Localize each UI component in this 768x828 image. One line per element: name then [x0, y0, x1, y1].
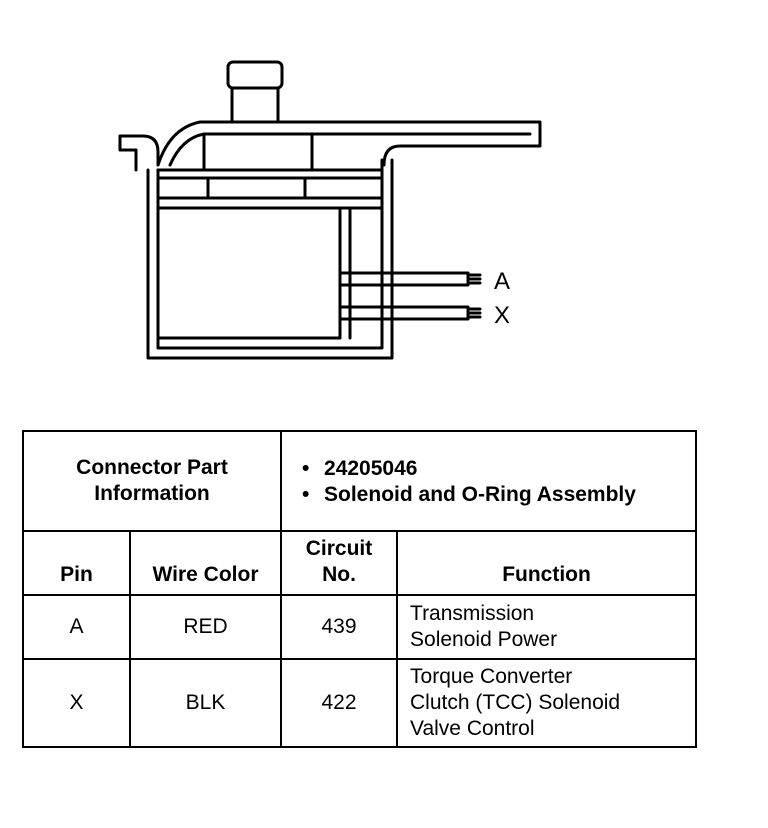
cell-circuit-no: 439 [280, 594, 399, 660]
solenoid-diagram: A X [118, 60, 542, 360]
header-wire-color: Wire Color [128, 530, 283, 596]
connector-info-label: Connector Part Information [21, 430, 283, 532]
table-row: X BLK 422 Torque Converter Clutch (TCC) … [22, 658, 698, 748]
connector-part-number: 24205046 [302, 456, 695, 483]
pin-label-a: A [494, 268, 510, 295]
left-flange [118, 134, 160, 167]
function-line: Transmission [410, 601, 535, 625]
connector-info-cell: 24205046 Solenoid and O-Ring Assembly [280, 430, 698, 532]
cell-circuit-no: 422 [280, 658, 399, 748]
header-row: Pin Wire Color Circuit No. Function [22, 530, 698, 596]
connector-table: Connector Part Information 24205046 Sole… [21, 430, 698, 748]
cell-wire-color: BLK [128, 658, 283, 748]
table-row: A RED 439 Transmission Solenoid Power [22, 594, 698, 660]
function-line: Valve Control [410, 717, 535, 741]
cell-pin: X [22, 658, 131, 748]
header-function: Function [396, 530, 698, 596]
function-line: Clutch (TCC) Solenoid [410, 690, 621, 714]
header-pin: Pin [22, 530, 131, 596]
function-line: Torque Converter [410, 664, 573, 688]
knob-cap [226, 60, 284, 90]
housing-outer [146, 158, 394, 360]
cell-pin: A [22, 594, 131, 660]
cell-function: Transmission Solenoid Power [396, 594, 698, 660]
terminal-x [338, 305, 470, 321]
function-line: Solenoid Power [410, 628, 558, 651]
connector-description: Solenoid and O-Ring Assembly [302, 482, 695, 509]
top-plate [156, 120, 542, 167]
solenoid-body [156, 206, 342, 340]
knob-stem [230, 86, 280, 124]
header-circuit-no: Circuit No. [280, 530, 399, 596]
cell-function: Torque Converter Clutch (TCC) Solenoid V… [396, 658, 698, 748]
cell-wire-color: RED [128, 594, 283, 660]
terminal-a [338, 271, 470, 287]
pin-label-x: X [494, 302, 510, 329]
connector-info-row: Connector Part Information 24205046 Sole… [21, 430, 698, 532]
connector-info-list: 24205046 Solenoid and O-Ring Assembly [282, 448, 695, 515]
